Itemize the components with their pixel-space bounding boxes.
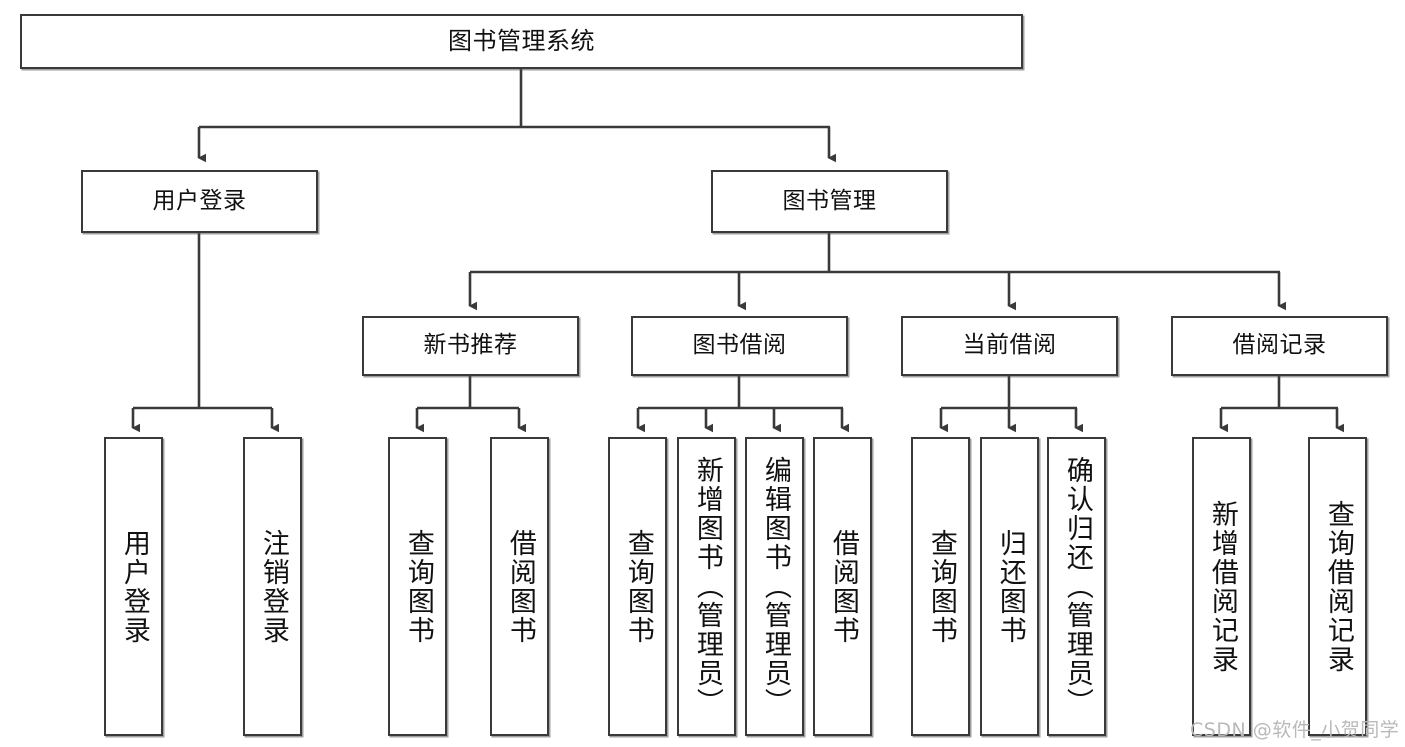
node-label: 查询图书 xyxy=(402,528,434,645)
leaf-add-borrow-record[interactable]: 新增借阅记录 xyxy=(1192,437,1251,736)
node-root-book-management-system[interactable]: 图书管理系统 xyxy=(20,14,1023,69)
node-label: 借阅记录 xyxy=(1232,332,1327,359)
csdn-watermark: CSDN @软件_小贺同学 xyxy=(1190,719,1400,741)
node-label: 确认归还（管理员） xyxy=(1061,456,1093,717)
leaf-query-book-new-recommendation[interactable]: 查询图书 xyxy=(388,437,447,736)
leaf-edit-book-admin[interactable]: 编辑图书（管理员） xyxy=(745,437,804,736)
node-borrow-records[interactable]: 借阅记录 xyxy=(1171,316,1388,376)
node-current-borrowing[interactable]: 当前借阅 xyxy=(901,316,1118,376)
node-label: 图书管理系统 xyxy=(448,27,595,56)
node-book-borrowing[interactable]: 图书借阅 xyxy=(631,316,848,376)
leaf-return-book[interactable]: 归还图书 xyxy=(980,437,1039,736)
node-label: 编辑图书（管理员） xyxy=(759,456,791,717)
node-user-login[interactable]: 用户登录 xyxy=(81,170,318,233)
node-label: 用户登录 xyxy=(152,187,247,214)
node-label: 借阅图书 xyxy=(504,528,536,645)
node-label: 新书推荐 xyxy=(423,332,518,359)
node-new-book-recommendation[interactable]: 新书推荐 xyxy=(362,316,579,376)
leaf-borrow-book-borrowing[interactable]: 借阅图书 xyxy=(813,437,872,736)
node-label: 图书借阅 xyxy=(692,332,787,359)
leaf-query-borrow-record[interactable]: 查询借阅记录 xyxy=(1308,437,1367,736)
leaf-add-book-admin[interactable]: 新增图书（管理员） xyxy=(677,437,736,736)
leaf-query-book-current[interactable]: 查询图书 xyxy=(911,437,970,736)
leaf-user-login[interactable]: 用户登录 xyxy=(104,437,163,736)
node-label: 借阅图书 xyxy=(827,528,859,645)
node-label: 新增借阅记录 xyxy=(1206,499,1238,674)
node-label: 当前借阅 xyxy=(962,332,1057,359)
leaf-query-book-borrowing[interactable]: 查询图书 xyxy=(608,437,667,736)
node-book-management[interactable]: 图书管理 xyxy=(711,170,948,233)
node-label: 图书管理 xyxy=(782,187,877,214)
node-label: 查询借阅记录 xyxy=(1322,499,1354,674)
node-label: 查询图书 xyxy=(622,528,654,645)
leaf-logout-login[interactable]: 注销登录 xyxy=(243,437,302,736)
leaf-borrow-book-new-recommendation[interactable]: 借阅图书 xyxy=(490,437,549,736)
node-label: 新增图书（管理员） xyxy=(691,456,723,717)
node-label: 归还图书 xyxy=(994,528,1026,645)
leaf-confirm-return-admin[interactable]: 确认归还（管理员） xyxy=(1047,437,1106,736)
node-label: 注销登录 xyxy=(257,528,289,645)
node-label: 查询图书 xyxy=(925,528,957,645)
node-label: 用户登录 xyxy=(118,528,150,645)
